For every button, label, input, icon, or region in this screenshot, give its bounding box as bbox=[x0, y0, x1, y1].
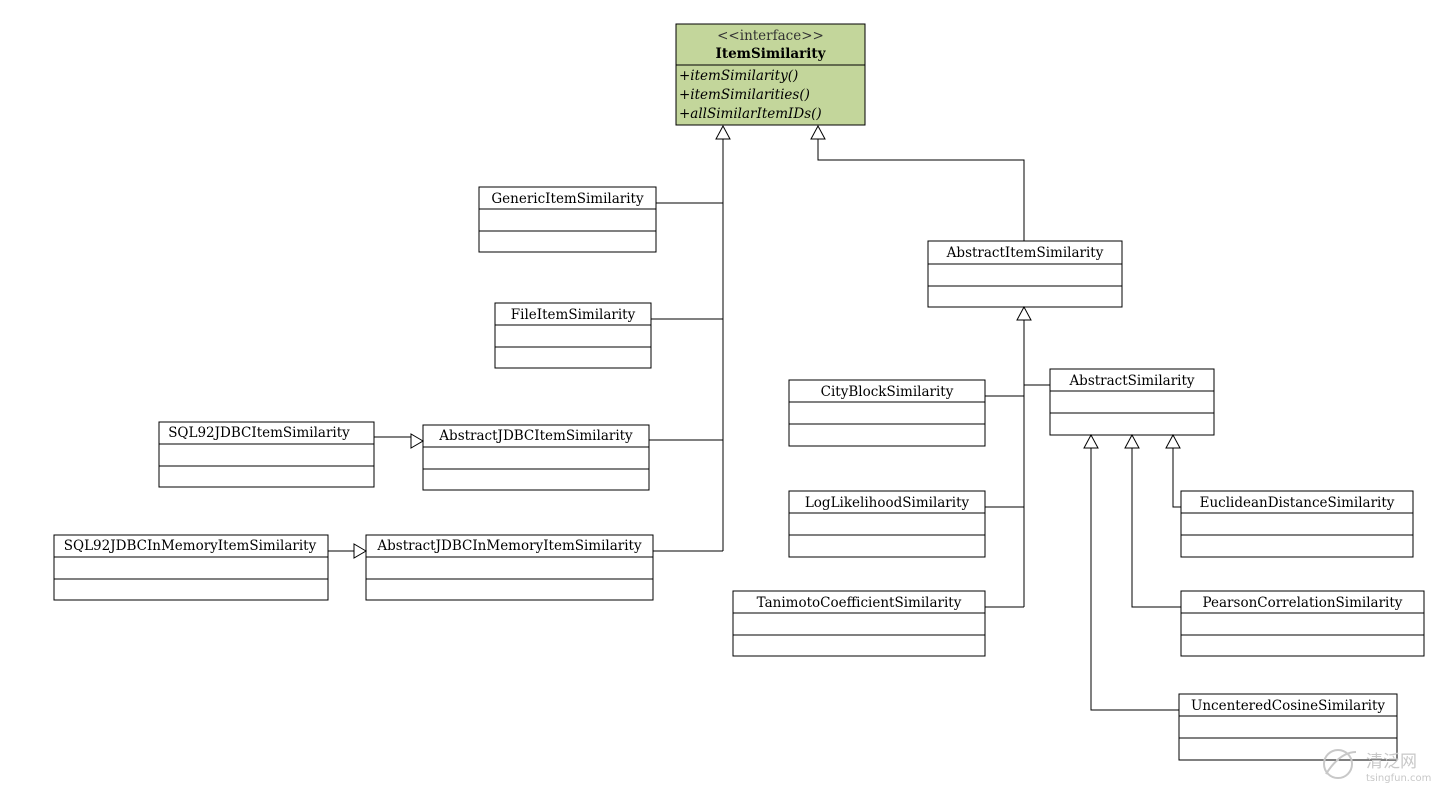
generalization-arrowhead bbox=[1124, 433, 1140, 449]
interface-method-item-similarity: +itemSimilarity() bbox=[679, 68, 798, 84]
class-name: AbstractItemSimilarity bbox=[946, 245, 1104, 261]
generalization-arrowhead bbox=[1016, 305, 1032, 321]
class-name: SQL92JDBCInMemoryItemSimilarity bbox=[64, 538, 317, 554]
class-euclidean-distance-similarity: EuclideanDistanceSimilarity bbox=[1180, 490, 1414, 558]
watermark-brand: 清泛网 bbox=[1366, 752, 1417, 772]
interface-stereotype: <<interface>> bbox=[717, 28, 824, 44]
class-generic-item-similarity: GenericItemSimilarity bbox=[478, 186, 657, 253]
generalization-arrowhead bbox=[715, 124, 731, 140]
class-name: SQL92JDBCItemSimilarity bbox=[168, 425, 350, 441]
class-tanimoto-coefficient-similarity: TanimotoCoefficientSimilarity bbox=[732, 590, 986, 657]
interface-item-similarity: <<interface>> ItemSimilarity +itemSimila… bbox=[675, 23, 866, 126]
edge-pearson-correlation-to-abstract-similarity bbox=[1124, 433, 1181, 608]
class-name: AbstractJDBCItemSimilarity bbox=[438, 428, 633, 444]
class-name: FileItemSimilarity bbox=[511, 307, 636, 323]
class-abstract-item-similarity: AbstractItemSimilarity bbox=[927, 240, 1123, 308]
class-name: CityBlockSimilarity bbox=[821, 384, 954, 400]
generalization-arrowhead bbox=[410, 433, 424, 449]
class-name: TanimotoCoefficientSimilarity bbox=[757, 595, 962, 611]
edge-left-bus-to-item-similarity bbox=[715, 124, 731, 551]
class-name: PearsonCorrelationSimilarity bbox=[1203, 595, 1403, 611]
class-name: GenericItemSimilarity bbox=[491, 191, 644, 207]
class-log-likelihood-similarity: LogLikelihoodSimilarity bbox=[788, 490, 986, 558]
edge-sql92-in-memory-to-abstract-jdbc-in-memory bbox=[328, 543, 367, 559]
watermark-swoosh-icon bbox=[1325, 751, 1357, 775]
edge-abstract-item-similarity-to-item-similarity bbox=[810, 124, 1025, 241]
class-sql92-jdbc-item-similarity: SQL92JDBCItemSimilarity bbox=[158, 421, 375, 488]
watermark-logo-icon bbox=[1323, 749, 1353, 779]
watermark: 清泛网 tsingfun.com bbox=[1323, 749, 1431, 784]
class-city-block-similarity: CityBlockSimilarity bbox=[788, 379, 986, 447]
interface-method-all-similar-item-ids: +allSimilarItemIDs() bbox=[679, 106, 822, 122]
interface-method-item-similarities: +itemSimilarities() bbox=[679, 87, 810, 103]
class-name: AbstractSimilarity bbox=[1068, 373, 1194, 389]
class-name: EuclideanDistanceSimilarity bbox=[1200, 495, 1395, 511]
generalization-arrowhead bbox=[1165, 433, 1181, 449]
class-pearson-correlation-similarity: PearsonCorrelationSimilarity bbox=[1180, 590, 1425, 657]
generalization-arrowhead bbox=[353, 543, 367, 559]
class-file-item-similarity: FileItemSimilarity bbox=[494, 302, 652, 369]
class-name: UncenteredCosineSimilarity bbox=[1191, 698, 1385, 714]
class-uncentered-cosine-similarity: UncenteredCosineSimilarity bbox=[1178, 693, 1398, 761]
generalization-arrowhead bbox=[1083, 433, 1099, 449]
edge-euclidean-distance-to-abstract-similarity bbox=[1165, 433, 1181, 508]
watermark-url: tsingfun.com bbox=[1366, 773, 1431, 784]
class-name: AbstractJDBCInMemoryItemSimilarity bbox=[376, 538, 642, 554]
class-sql92-jdbc-in-memory-item-similarity: SQL92JDBCInMemoryItemSimilarity bbox=[53, 534, 329, 601]
edge-uncentered-cosine-to-abstract-similarity bbox=[1083, 433, 1179, 711]
class-abstract-jdbc-in-memory-item-similarity: AbstractJDBCInMemoryItemSimilarity bbox=[365, 534, 654, 601]
edge-right-bus-to-abstract-item-similarity bbox=[1016, 305, 1032, 607]
edge-sql92-to-abstract-jdbc bbox=[374, 433, 424, 449]
class-abstract-jdbc-item-similarity: AbstractJDBCItemSimilarity bbox=[422, 424, 650, 491]
class-abstract-similarity: AbstractSimilarity bbox=[1049, 368, 1215, 436]
generalization-arrowhead bbox=[810, 124, 826, 140]
class-name: LogLikelihoodSimilarity bbox=[805, 495, 970, 511]
interface-name: ItemSimilarity bbox=[716, 46, 827, 62]
